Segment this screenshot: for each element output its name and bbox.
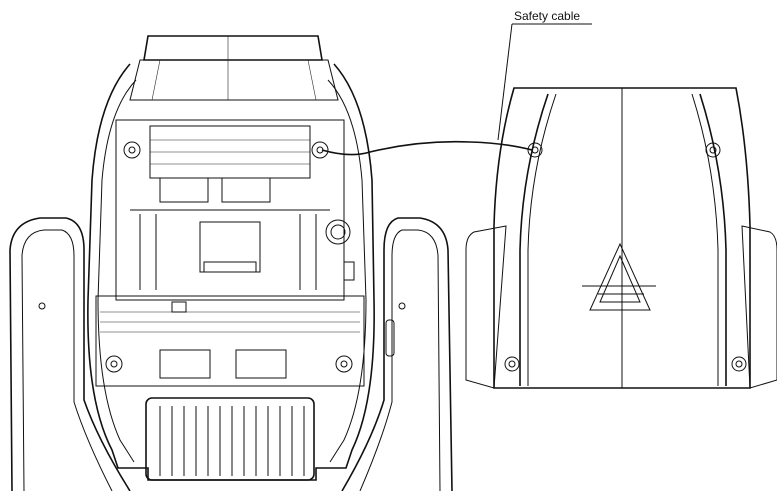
fixture-front-view <box>9 35 453 491</box>
cover-bolt-bottom-right <box>731 356 747 372</box>
cooling-grille <box>145 397 315 481</box>
cover-bolt-top-right <box>705 142 721 158</box>
rear-cover-panel <box>493 87 751 389</box>
safety-cable-label: Safety cable <box>514 9 580 23</box>
left-yoke-arm <box>9 217 131 491</box>
internal-frame-lower <box>95 295 365 387</box>
cover-bolt-bottom-left <box>504 356 520 372</box>
cover-left-flap <box>465 225 507 389</box>
rear-cover-detail <box>465 87 777 389</box>
right-yoke-arm <box>341 217 453 491</box>
cover-right-flap <box>741 225 777 389</box>
left-cable-anchor-bolt <box>311 141 329 159</box>
head-top-cap <box>129 35 339 101</box>
internal-frame-upper <box>115 119 355 301</box>
brand-logo-icon <box>582 242 656 311</box>
safety-cable <box>321 140 533 156</box>
callout-leader-line <box>497 23 513 141</box>
cover-bolt-top-left <box>527 142 543 158</box>
safety-cable-callout: Safety cable <box>497 9 592 141</box>
